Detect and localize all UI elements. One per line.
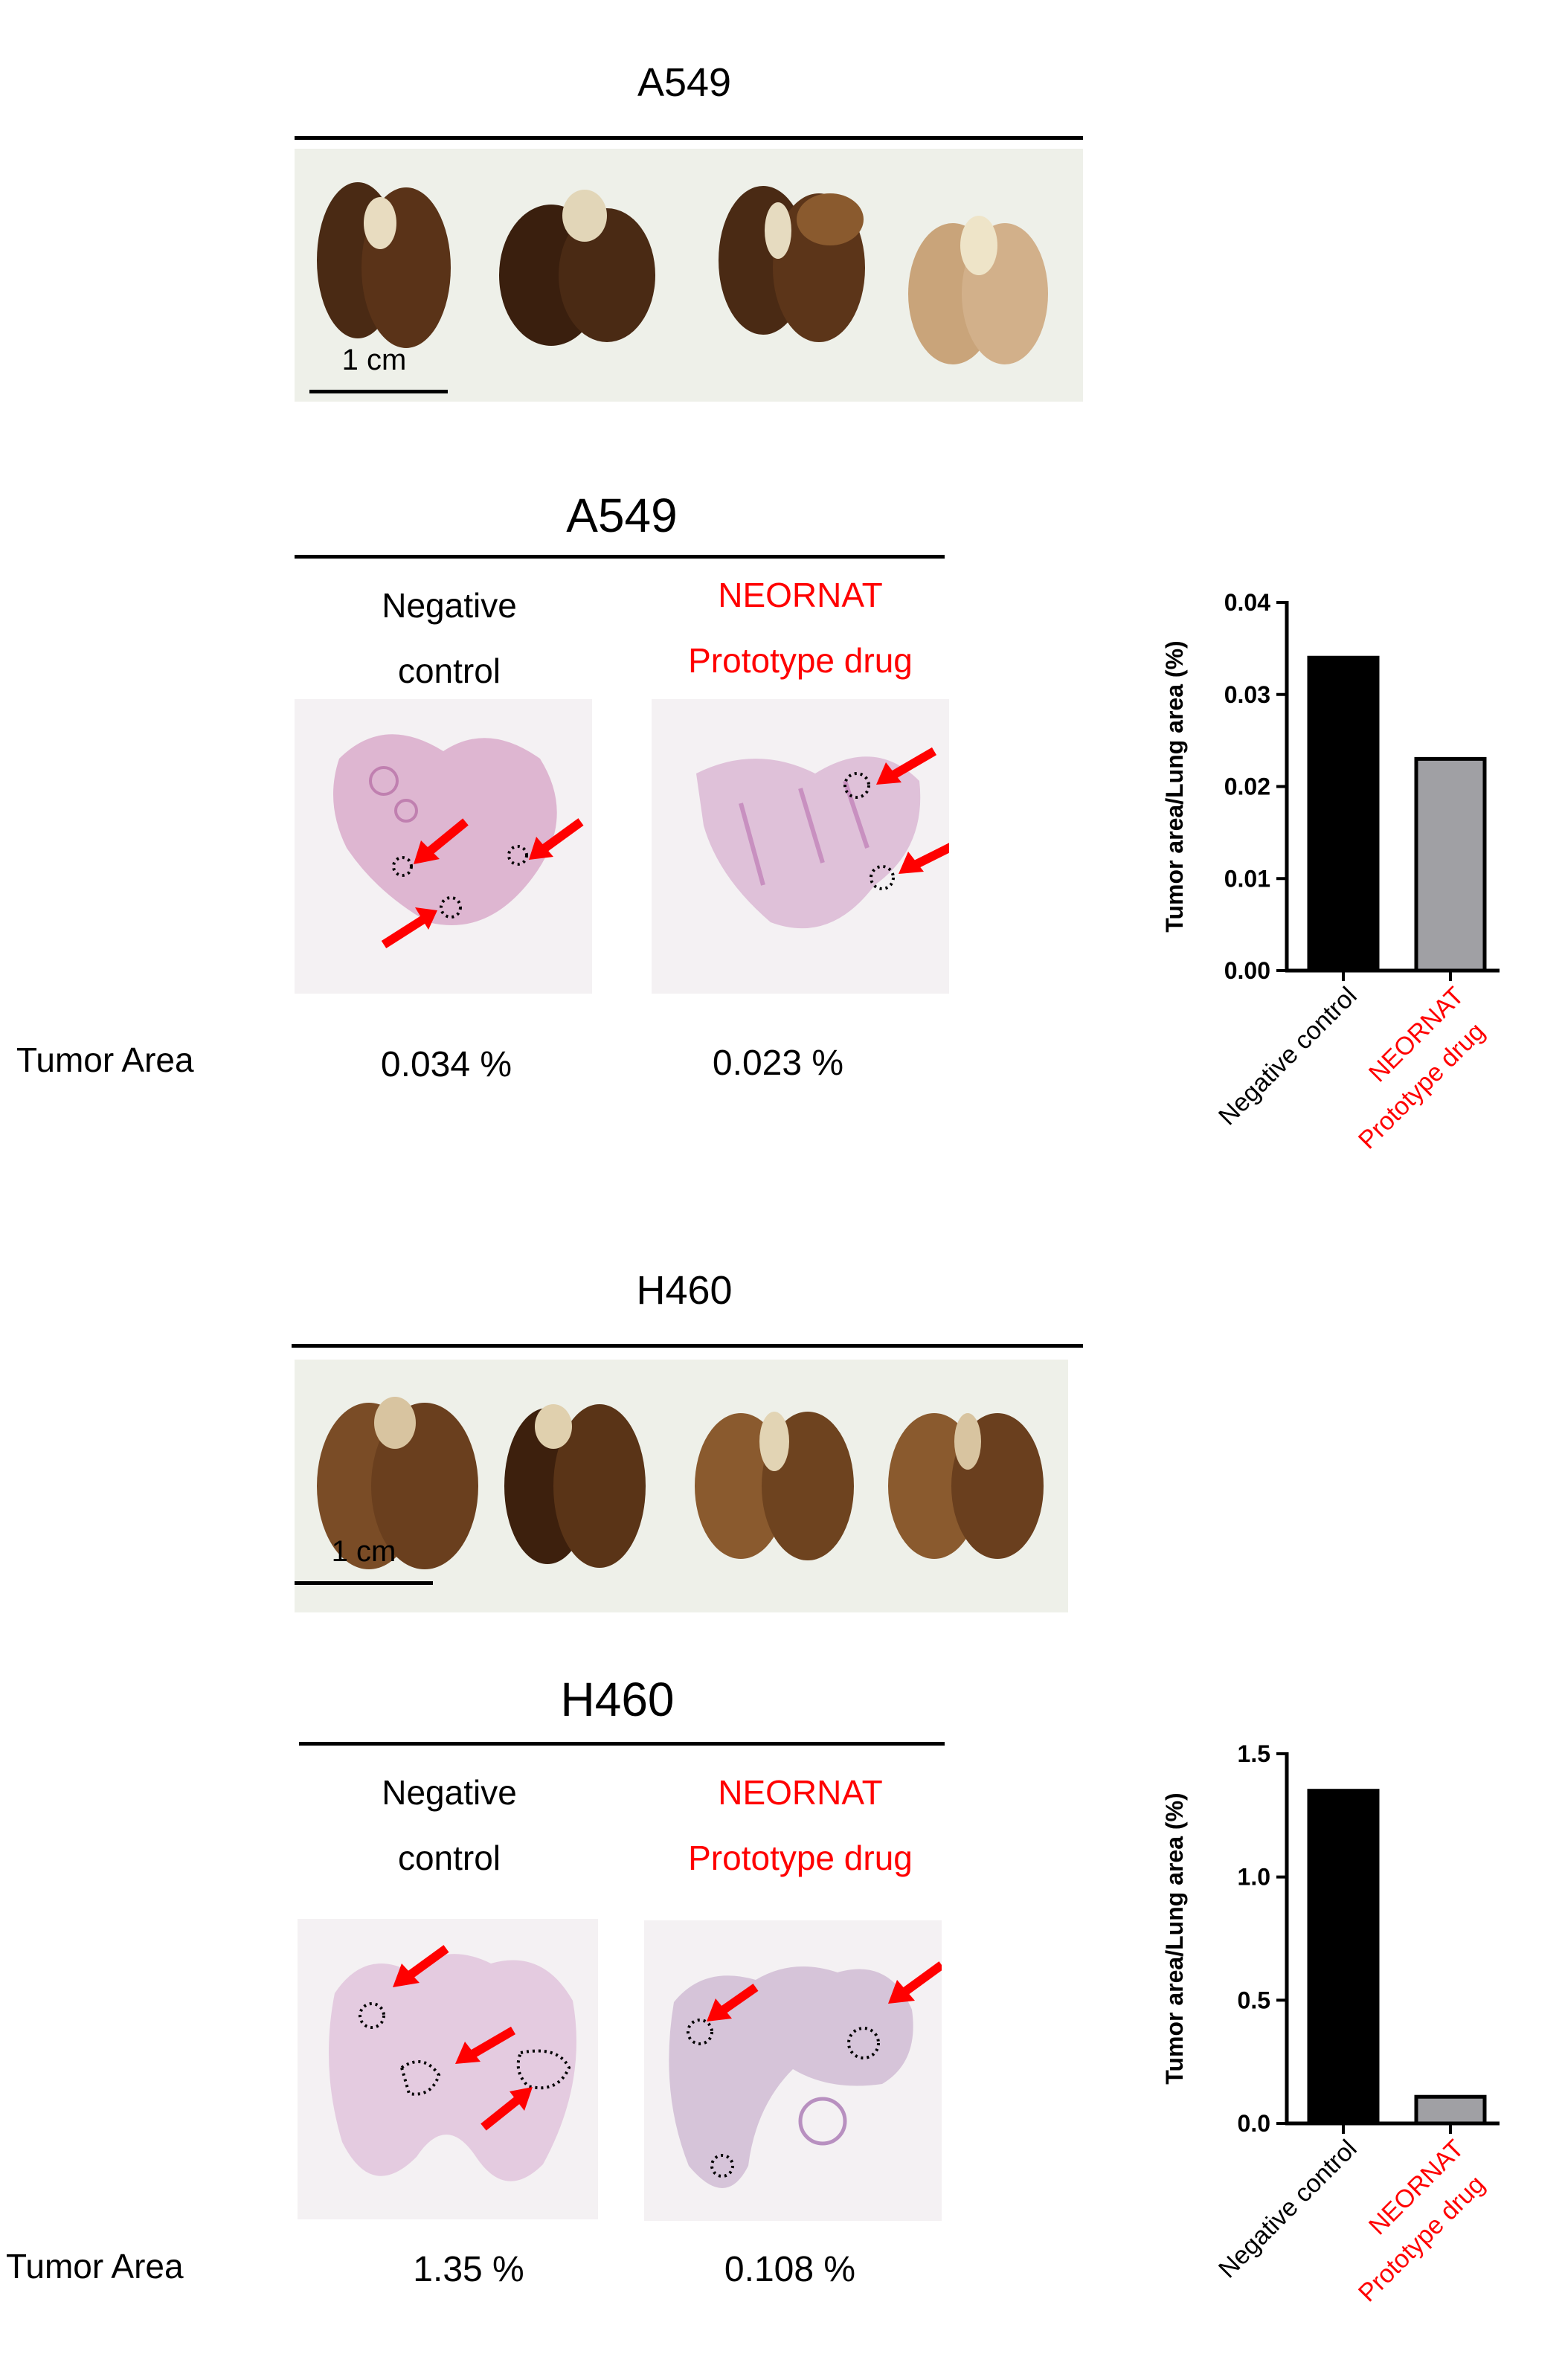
a549-neg-histology-image [295,699,592,994]
y-tick-label: 1.0 [1238,1864,1270,1891]
a549-hist-title: A549 [566,489,678,542]
lung-specimen [504,1404,646,1568]
y-tick-label: 0.01 [1224,865,1270,892]
h460-neg-label-line1: Negative [382,1773,517,1812]
lung-specimen [317,182,451,348]
y-tick-label: 1.5 [1238,1740,1270,1767]
a549-photo-rule [295,136,1083,140]
a549-neg-tumor-value: 0.034 % [380,1045,512,1084]
a549-lung-specimens [317,182,1048,364]
a549-drug-label-line2: Prototype drug [688,641,913,680]
a549-scale-bar [309,390,448,393]
h460-hist-title: H460 [560,1673,675,1726]
a549-hist-rule [295,555,945,559]
x-category-label: Negative control [1213,2135,1363,2284]
h460-hist-rule [299,1742,945,1746]
lung-specimen [719,186,865,342]
y-tick-label: 0.0 [1238,2110,1270,2137]
h460-scale-bar [295,1581,433,1585]
lung-specimen [499,190,655,346]
a549-scale-bar-label: 1 cm [341,344,407,376]
bar-neornat-prototype-drug [1414,2094,1487,2126]
h460-lung-photo: 1 cm [295,1360,1068,1612]
x-category-label: Negative control [1213,982,1363,1131]
h460-neg-label-line2: control [397,1839,501,1877]
y-tick-label: 0.5 [1238,1987,1270,2013]
a549-tumor-area-label: Tumor Area [16,1041,194,1079]
h460-drug-label-line2: Prototype drug [688,1839,913,1877]
a549-lung-photo: 1 cm [295,149,1083,402]
h460-scale-bar-label: 1 cm [331,1535,396,1568]
a549-drug-label-line1: NEORNAT [718,576,883,614]
lung-specimen [908,216,1048,364]
y-tick-label: 0.02 [1224,774,1270,800]
bar-negative-control [1307,655,1380,973]
h460-drug-tumor-value: 0.108 % [724,2250,856,2289]
h460-lung-specimens [317,1397,1044,1569]
a549-neg-label-line2: control [397,652,501,690]
h460-drug-label-line1: NEORNAT [718,1773,883,1812]
y-tick-label: 0.04 [1224,589,1270,616]
y-tick-label: 0.00 [1224,957,1270,984]
bar-negative-control [1307,1789,1380,2126]
lung-specimen [888,1413,1044,1559]
h460-neg-tumor-value: 1.35 % [413,2250,524,2289]
lung-specimen [317,1397,478,1569]
a549-photo-title: A549 [637,60,732,105]
h460-tumor-area-label: Tumor Area [6,2247,184,2286]
y-tick-label: 0.03 [1224,681,1270,708]
h460-photo-title: H460 [636,1268,733,1313]
h460-drug-histology-image [644,1920,945,2221]
h460-photo-rule [292,1344,1083,1348]
y-axis-label: Tumor area/Lung area (%) [1161,1792,1188,2084]
bar-neornat-prototype-drug [1414,756,1487,973]
h460-neg-histology-image [298,1919,598,2219]
a549-drug-tumor-value: 0.023 % [712,1043,844,1083]
a549-drug-histology-image [652,699,966,994]
y-axis-label: Tumor area/Lung area (%) [1161,640,1188,932]
a549-neg-label-line1: Negative [382,586,517,625]
lung-specimen [695,1412,854,1560]
